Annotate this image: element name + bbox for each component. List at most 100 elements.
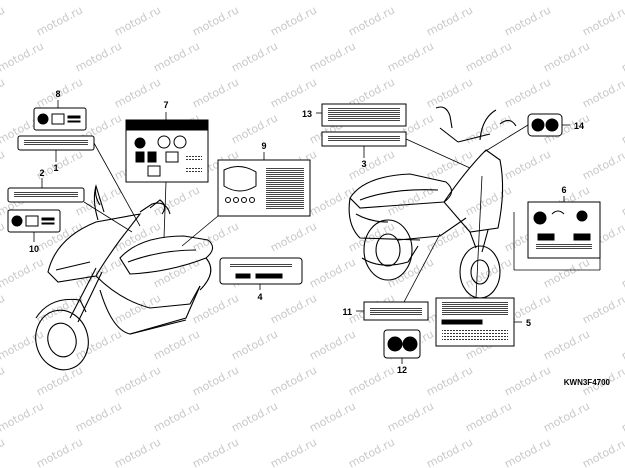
- watermark-text: motod.ru: [229, 327, 280, 362]
- watermark-text: motod.ru: [541, 39, 592, 74]
- watermark-text: motod.ru: [502, 363, 553, 398]
- watermark-text: motod.ru: [190, 219, 241, 254]
- watermark-text: motod.ru: [151, 255, 202, 290]
- callout-12: 12: [397, 365, 407, 375]
- watermark-text: motod.ru: [580, 75, 625, 110]
- watermark-text: motod.ru: [580, 435, 625, 468]
- watermark-text: motod.ru: [307, 39, 358, 74]
- label-item-2: [7, 187, 85, 203]
- watermark-text: motod.ru: [424, 363, 475, 398]
- watermark-text: motod.ru: [73, 39, 124, 74]
- callout-6: 6: [561, 185, 566, 195]
- watermark-text: motod.ru: [73, 0, 124, 3]
- leader-lines: [33, 100, 601, 364]
- callout-numbers: 8 1 2 10 7 9 4 13 3 14 6 5 11 12: [29, 89, 584, 375]
- watermark-text: motod.ru: [151, 399, 202, 434]
- watermark-text: motod.ru: [502, 147, 553, 182]
- watermark-text: motod.ru: [34, 435, 85, 468]
- watermark-text: motod.ru: [385, 0, 436, 3]
- scooter-right-illustration: [348, 106, 517, 299]
- watermark-text: motod.ru: [0, 219, 7, 254]
- watermark-text: motod.ru: [151, 39, 202, 74]
- watermark-text: motod.ru: [34, 291, 85, 326]
- watermark-text: motod.ru: [619, 0, 625, 3]
- label-item-10: [7, 209, 61, 233]
- label-item-6: [527, 201, 601, 259]
- watermark-text: motod.ru: [151, 327, 202, 362]
- watermark-text: motod.ru: [346, 147, 397, 182]
- label-item-14: [527, 113, 563, 137]
- watermark-text: motod.ru: [463, 399, 514, 434]
- watermark-text: motod.ru: [541, 0, 592, 3]
- label-item-3: [321, 131, 407, 147]
- label-item-1: [17, 135, 95, 151]
- callout-13: 13: [302, 109, 312, 119]
- watermark-text: motod.ru: [229, 39, 280, 74]
- watermark-text: motod.ru: [424, 435, 475, 468]
- watermark-text: motod.ru: [502, 3, 553, 38]
- callout-2: 2: [39, 168, 44, 178]
- watermark-text: motod.ru: [502, 75, 553, 110]
- watermark-text: motod.ru: [307, 183, 358, 218]
- watermark-text: motod.ru: [580, 291, 625, 326]
- watermark-text: motod.ru: [268, 363, 319, 398]
- watermark-text: motod.ru: [112, 291, 163, 326]
- callout-1: 1: [53, 163, 58, 173]
- watermark-text: motod.ru: [463, 0, 514, 3]
- callout-7: 7: [163, 100, 168, 110]
- callout-10: 10: [29, 244, 39, 254]
- watermark-text: motod.ru: [502, 435, 553, 468]
- watermark-text: motod.ru: [385, 183, 436, 218]
- watermark-text: motod.ru: [112, 363, 163, 398]
- watermark-text: motod.ru: [463, 39, 514, 74]
- watermark-text: motod.ru: [307, 399, 358, 434]
- watermark-text: motod.ru: [112, 3, 163, 38]
- callout-5: 5: [526, 318, 531, 328]
- watermark-text: motod.ru: [0, 399, 46, 434]
- watermark-text: motod.ru: [619, 111, 625, 146]
- watermark-text: motod.ru: [541, 399, 592, 434]
- label-item-9: [217, 159, 311, 217]
- callout-9: 9: [261, 141, 266, 151]
- watermark-text: motod.ru: [580, 3, 625, 38]
- watermark-text: motod.ru: [0, 39, 46, 74]
- watermark-text: motod.ru: [541, 327, 592, 362]
- watermark-text: motod.ru: [0, 291, 7, 326]
- watermark-text: motod.ru: [0, 255, 46, 290]
- watermark-text: motod.ru: [229, 111, 280, 146]
- watermark-text: motod.ru: [385, 399, 436, 434]
- label-item-13: [321, 103, 407, 127]
- watermark-text: motod.ru: [190, 3, 241, 38]
- watermark-text: motod.ru: [619, 183, 625, 218]
- watermark-text: motod.ru: [0, 3, 7, 38]
- watermark-text: motod.ru: [0, 435, 7, 468]
- watermark-text: motod.ru: [190, 75, 241, 110]
- callout-11: 11: [342, 307, 352, 317]
- callout-3: 3: [361, 159, 366, 169]
- watermark-text: motod.ru: [229, 399, 280, 434]
- watermark-text: motod.ru: [190, 435, 241, 468]
- watermark-text: motod.ru: [307, 327, 358, 362]
- watermark-text: motod.ru: [0, 75, 7, 110]
- watermark-text: motod.ru: [190, 363, 241, 398]
- label-item-4: [219, 257, 303, 285]
- label-items: [7, 103, 601, 359]
- watermark-text: motod.ru: [268, 435, 319, 468]
- label-item-8: [33, 107, 87, 131]
- watermark-text: motod.ru: [346, 219, 397, 254]
- watermark-text: motod.ru: [307, 0, 358, 3]
- label-item-7: [125, 119, 209, 183]
- callout-4: 4: [257, 292, 262, 302]
- watermark-text: motod.ru: [0, 363, 7, 398]
- watermark-text: motod.ru: [73, 327, 124, 362]
- watermark-text: motod.ru: [619, 327, 625, 362]
- watermark-text: motod.ru: [0, 0, 46, 3]
- watermark-text: motod.ru: [541, 255, 592, 290]
- watermark-text: motod.ru: [268, 75, 319, 110]
- drawing-code: KWN3F4700: [564, 378, 611, 387]
- label-item-12: [383, 329, 421, 359]
- watermark-text: motod.ru: [619, 39, 625, 74]
- watermark-text: motod.ru: [0, 147, 7, 182]
- watermark-text: motod.ru: [73, 399, 124, 434]
